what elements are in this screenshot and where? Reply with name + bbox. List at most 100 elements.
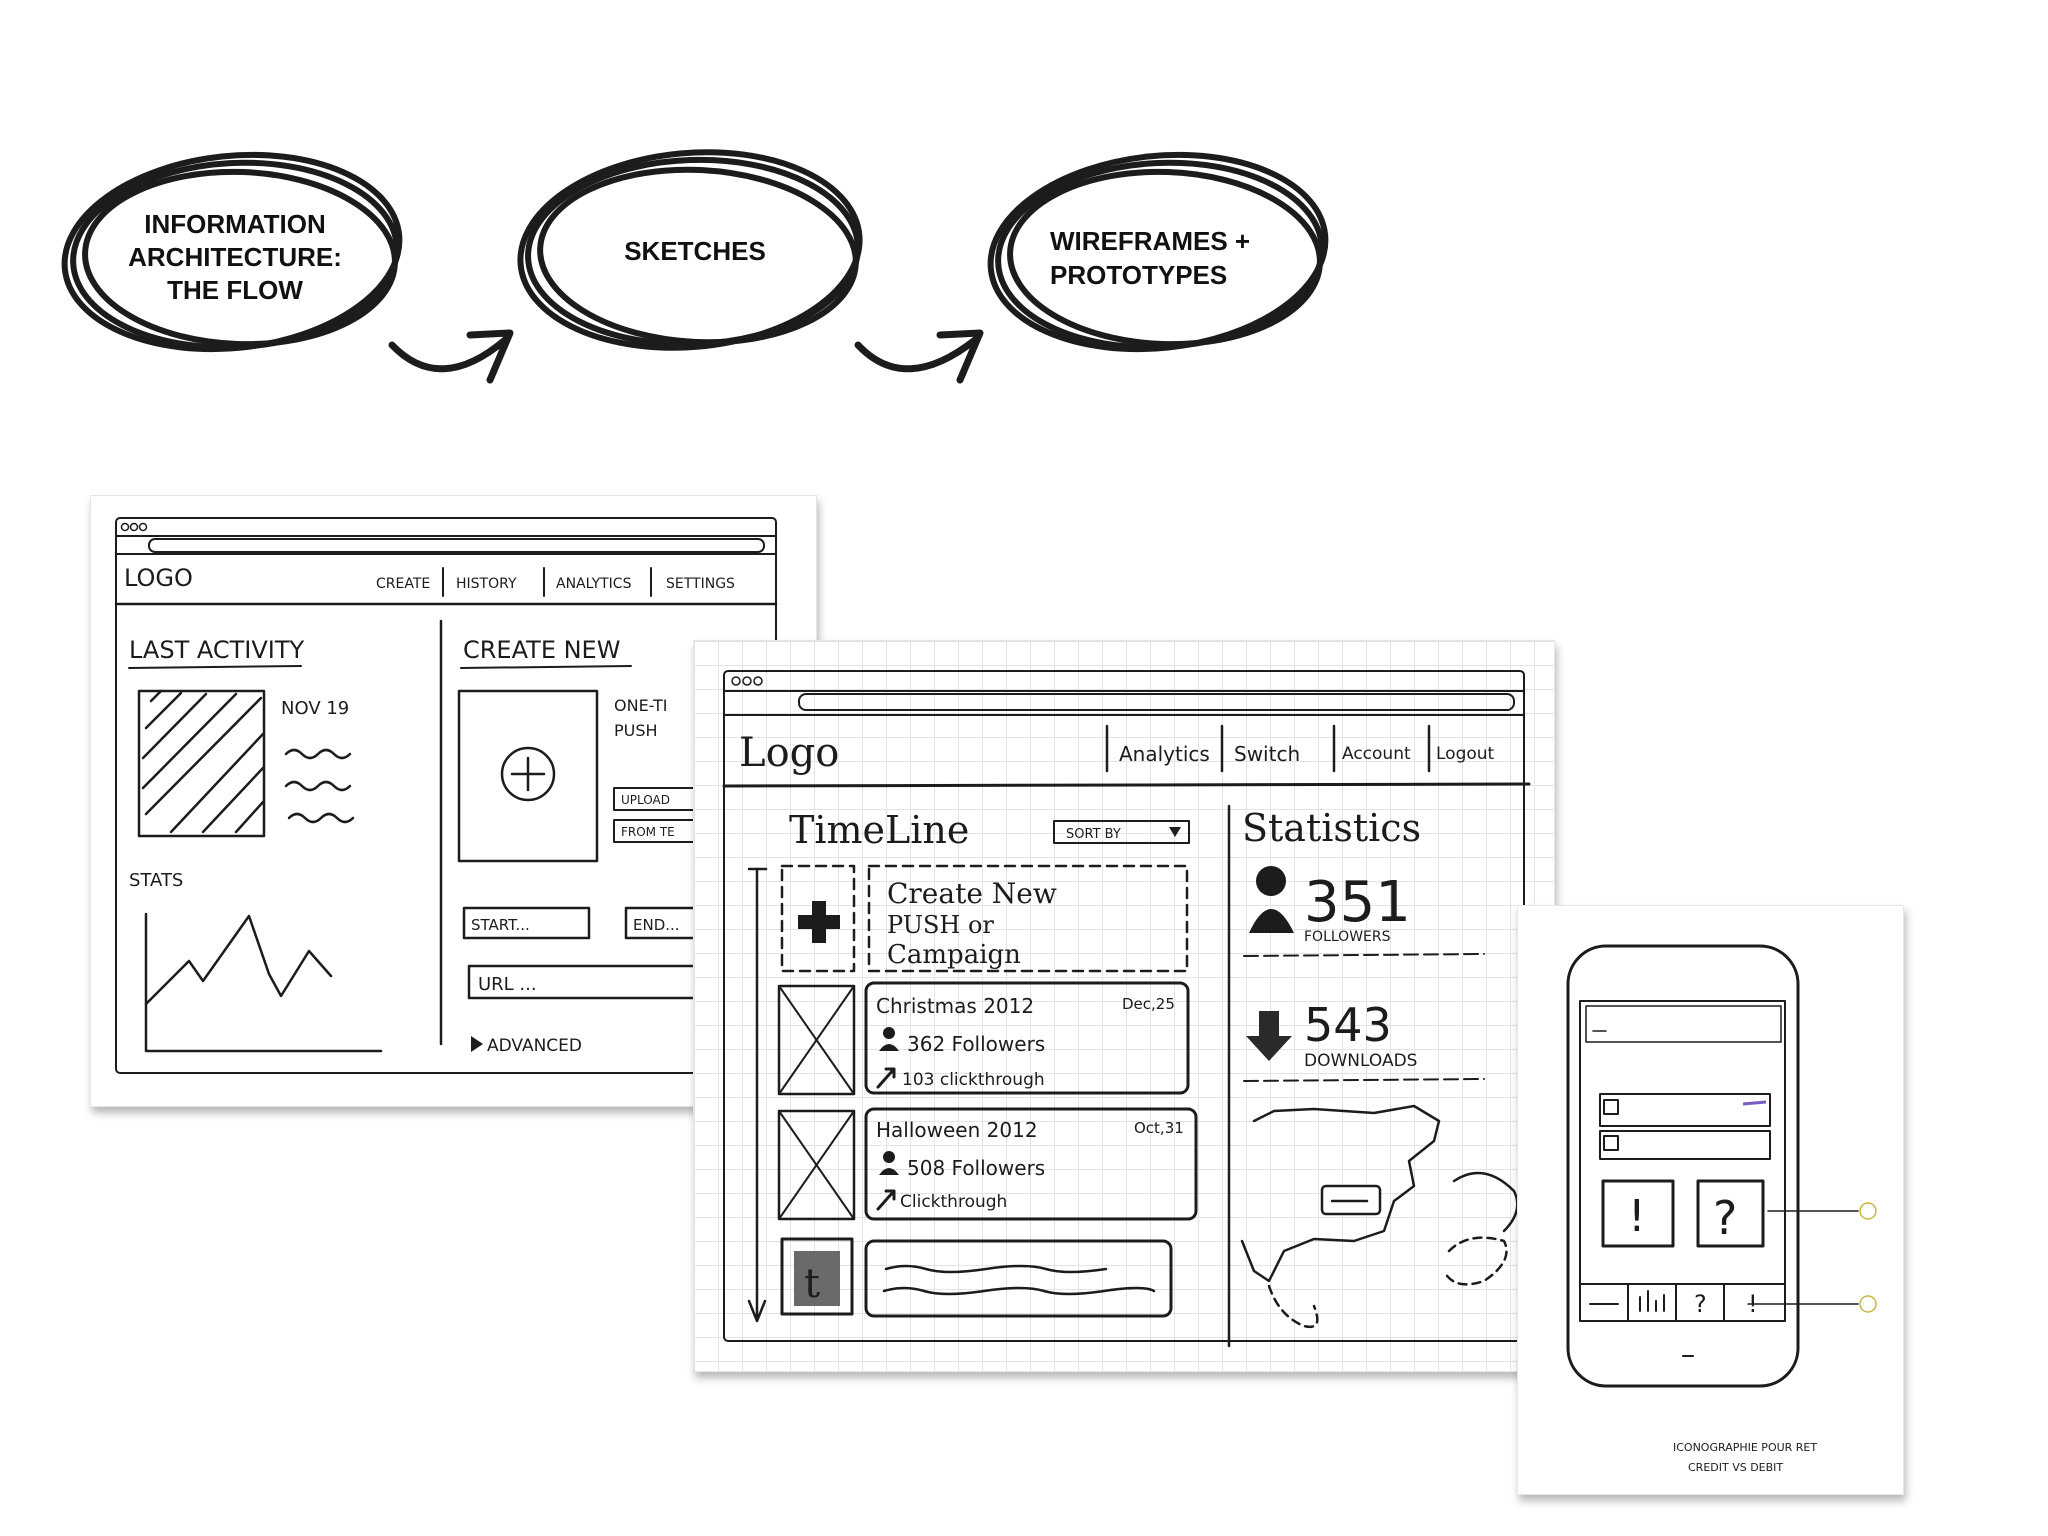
flow-step-2-line-1: SKETCHES [624,236,766,266]
followers-stat: 351 FOLLOWERS [1243,866,1485,957]
create-new-box [457,689,599,863]
timeline-item-christmas[interactable]: Christmas 2012 Dec,25 362 Followers 103 … [777,981,1190,1096]
plus-icon [798,901,840,943]
item-title: Christmas 2012 [876,994,1034,1018]
user-icon [883,1151,895,1163]
divider [460,665,632,669]
exclamation-icon: ! [1628,1191,1646,1242]
download-icon [1246,1011,1292,1061]
url-placeholder: URL ... [478,974,537,995]
downloads-label: DOWNLOADS [1304,1051,1417,1071]
phone-header [1585,1005,1782,1043]
upload-label: UPLOAD [621,793,670,807]
followers-count: 351 [1304,870,1411,935]
start-input[interactable] [462,906,591,940]
flow-step-1-line-1: INFORMATION [144,209,326,239]
one-time-label: ONE-TI [614,696,667,715]
annotation-callouts [1747,1202,1877,1313]
item-clicks: 103 clickthrough [902,1070,1045,1090]
nav-account: Account [1342,744,1411,764]
nav-analytics: Analytics [1119,742,1210,766]
nav-settings: SETTINGS [666,576,735,592]
sketch2-nav: Analytics Switch Account Logout [722,724,1531,788]
help-tab-icon[interactable]: ? [1694,1290,1707,1318]
sketch1-logo: LOGO [124,564,193,592]
stats-title: STATS [129,870,183,891]
user-icon [883,1027,895,1039]
option-row[interactable] [1599,1130,1771,1160]
create-new-card[interactable]: Create New PUSH or Campaign [780,864,1189,973]
highlight-mark [1742,1100,1767,1106]
followers-label: FOLLOWERS [1304,929,1391,945]
flow-step-information-architecture: INFORMATION ARCHITECTURE: THE FLOW [61,151,403,353]
world-map-sketch [1240,1104,1519,1329]
checkbox-icon[interactable] [1603,1135,1619,1151]
item-title: Halloween 2012 [876,1118,1038,1142]
nav-create: CREATE [376,576,430,592]
last-activity-title: LAST ACTIVITY [129,636,305,664]
timeline-item-halloween[interactable]: Halloween 2012 Oct,31 508 Followers Clic… [777,1107,1198,1221]
from-label: FROM TE [621,825,675,839]
sketch2-logo: Logo [739,730,839,776]
sort-by-dropdown[interactable] [1053,820,1190,844]
activity-scribble [284,748,355,824]
flow-arrow-1 [388,329,514,384]
advanced-toggle[interactable]: ADVANCED [487,1036,582,1056]
stats-mini-chart [144,912,383,1053]
statistics-title: Statistics [1242,806,1421,850]
create-line-2: PUSH or [887,911,994,939]
item-date: Oct,31 [1134,1119,1184,1137]
nav-history: HISTORY [456,576,517,592]
timeline-item-tumblr[interactable]: t [780,1237,1173,1318]
nav-switch: Switch [1234,742,1300,766]
activity-date: NOV 19 [281,698,349,719]
question-icon: ? [1713,1191,1737,1245]
nav-analytics: ANALYTICS [556,576,632,592]
timeline-title: TimeLine [789,808,969,852]
sketch-mobile-app: ! ? ? ! ICONOGRAPHIE POUR RET CREDIT VS … [1517,905,1904,1495]
create-line-1: Create New [887,877,1057,910]
annotation-note-line-2: CREDIT VS DEBIT [1688,1461,1783,1474]
process-flow-diagram: INFORMATION ARCHITECTURE: THE FLOW SKETC… [61,149,1329,384]
push-label: PUSH [614,721,658,740]
flow-step-3-line-2: PROTOTYPES [1050,260,1227,290]
phone-tab-bar[interactable] [1579,1283,1786,1322]
item-followers: 362 Followers [907,1032,1045,1056]
annotation-note-line-1: ICONOGRAPHIE POUR RET [1673,1441,1817,1454]
expand-triangle-icon[interactable] [471,1036,483,1052]
user-icon [879,1168,899,1175]
chevron-down-icon [1169,827,1181,837]
item-date: Dec,25 [1122,995,1175,1013]
option-row[interactable] [1599,1093,1771,1127]
alert-button[interactable] [1601,1179,1675,1248]
flow-step-1-line-3: THE FLOW [167,275,303,305]
downloads-stat: 543 DOWNLOADS [1243,998,1485,1082]
item-followers: 508 Followers [907,1156,1045,1180]
arrow-up-right-icon [876,1067,896,1089]
help-button[interactable] [1696,1179,1765,1248]
flow-step-1-line-2: ARCHITECTURE: [128,242,342,272]
flow-arrow-2 [854,329,984,384]
flow-step-wireframes-prototypes: WIREFRAMES + PROTOTYPES [987,151,1329,353]
user-icon [1249,909,1294,933]
timeline-axis [747,867,768,1323]
activity-thumbnail [137,689,266,838]
window-buttons [731,676,763,686]
user-icon [1256,866,1286,896]
phone-frame [1566,944,1800,1388]
create-line-3: Campaign [887,940,1021,970]
nav-logout: Logout [1436,744,1495,764]
sort-by-label: SORT BY [1066,827,1121,842]
sketch-timeline-dashboard: Logo Analytics Switch Account Logout Tim… [693,640,1555,1372]
create-new-title: CREATE NEW [463,636,620,664]
tumblr-icon: t [804,1261,820,1307]
downloads-count: 543 [1304,998,1392,1052]
checkbox-icon[interactable] [1603,1099,1619,1115]
flow-step-3-line-1: WIREFRAMES + [1050,226,1250,256]
start-placeholder: START... [471,916,530,934]
sketch1-nav: CREATE HISTORY ANALYTICS SETTINGS [114,567,778,606]
window-buttons [120,522,148,532]
item-clicks: Clickthrough [900,1192,1007,1212]
browser-chrome [115,517,777,1074]
arrow-up-right-icon [876,1189,896,1211]
